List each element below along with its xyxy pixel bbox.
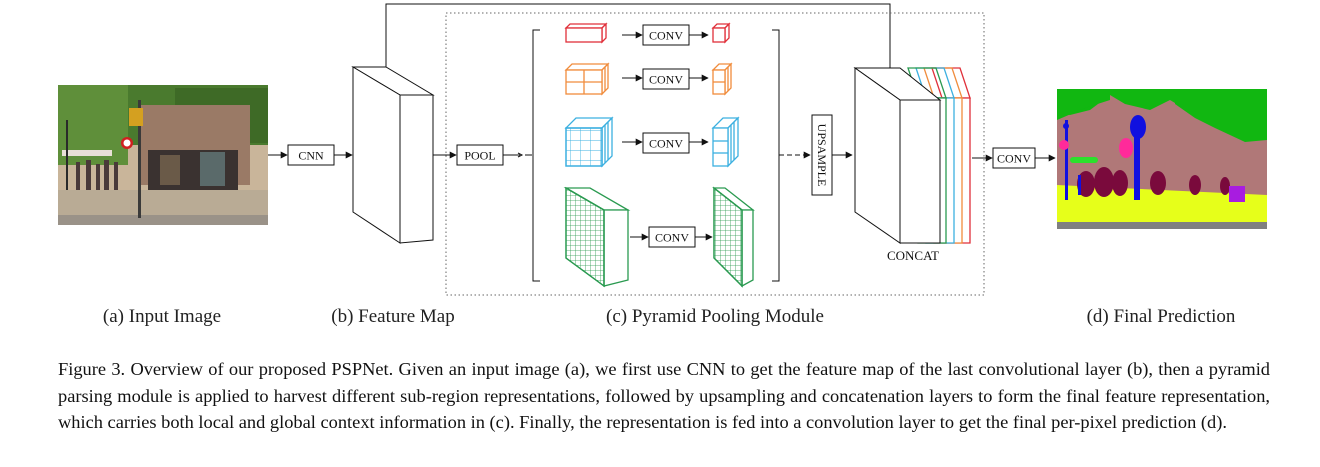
conv-box-3 xyxy=(642,132,690,154)
skip-connection-arrow xyxy=(385,3,894,79)
feature-map-block xyxy=(351,66,435,244)
concat-label: CONCAT xyxy=(887,248,939,263)
arrow-head-pool xyxy=(517,152,524,158)
reduced-bin-2x2 xyxy=(711,62,733,96)
reduced-bin-3x3 xyxy=(711,116,740,168)
pool-label: POOL xyxy=(464,149,495,163)
reduced-bin-6x6 xyxy=(712,186,755,288)
conv-label-1: CONV xyxy=(649,29,683,43)
caption-input-image: (a) Input Image xyxy=(103,306,221,327)
conv-box-2 xyxy=(642,68,690,90)
caption-pyramid-module: (c) Pyramid Pooling Module xyxy=(606,306,824,327)
conv-label-3: CONV xyxy=(649,137,683,151)
right-bracket xyxy=(772,29,780,282)
pspnet-diagram: CNN POOL CONV CONV xyxy=(58,3,1267,327)
pool-bin-2x2 xyxy=(564,62,610,96)
cnn-label: CNN xyxy=(298,149,324,163)
left-bracket xyxy=(532,29,540,282)
caption-feature-map: (b) Feature Map xyxy=(331,306,454,327)
figure-label: Figure 3. xyxy=(58,359,126,379)
pool-bin-6x6 xyxy=(563,186,631,288)
concat-block xyxy=(853,67,971,244)
figure-caption: Figure 3. Overview of our proposed PSPNe… xyxy=(58,356,1270,436)
conv-label-2: CONV xyxy=(649,73,683,87)
input-image xyxy=(58,85,268,225)
figure-caption-text: Overview of our proposed PSPNet. Given a… xyxy=(58,359,1271,432)
reduced-bin-1x1 xyxy=(711,22,731,44)
caption-final-prediction: (d) Final Prediction xyxy=(1087,306,1236,327)
pyramid-module-frame xyxy=(445,12,985,296)
pool-bin-3x3 xyxy=(564,116,614,168)
conv-label-4: CONV xyxy=(655,231,689,245)
conv-label-final: CONV xyxy=(997,152,1031,166)
pool-bin-1x1 xyxy=(564,22,608,44)
upsample-label: UPSAMPLE xyxy=(815,124,829,187)
final-prediction-map xyxy=(1057,89,1267,229)
